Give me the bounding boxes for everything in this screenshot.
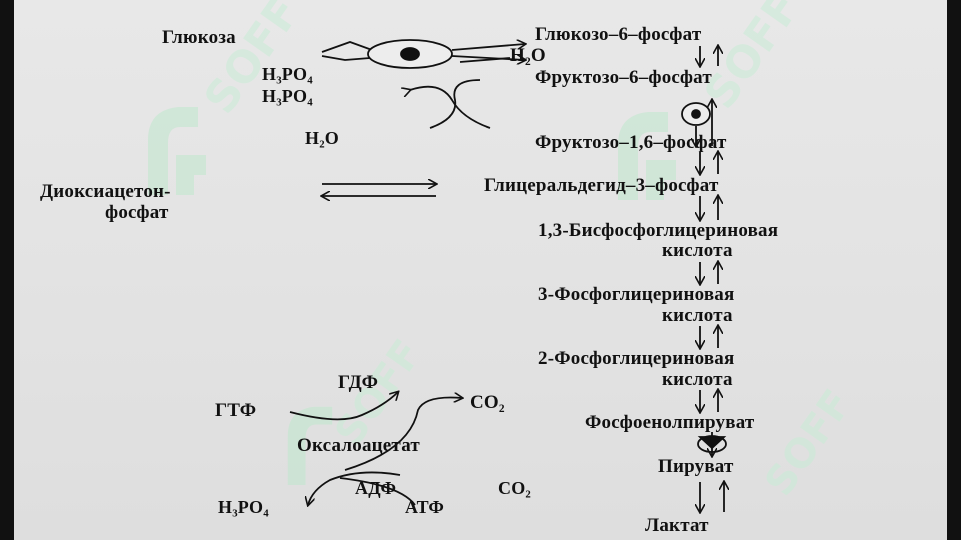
label-h3po4-b: H₃PO₄	[262, 86, 313, 106]
label-h3po4-c: H₃PO₄	[218, 497, 269, 517]
label-oxaloacetate: Оксалоацетат	[297, 435, 420, 456]
left-border	[0, 0, 14, 540]
label-fructose-6-phosphate: Фруктозо–6–фосфат	[535, 67, 712, 88]
label-h2o-mid: H₂O	[305, 128, 339, 148]
watermark-logo-icon	[148, 107, 206, 195]
label-3pg-line1: 3-Фосфоглицериновая	[538, 284, 735, 305]
label-lactate: Лактат	[645, 515, 709, 536]
label-gdp: ГДФ	[338, 372, 379, 393]
right-border	[947, 0, 961, 540]
label-3pg-line2: кислота	[662, 305, 733, 326]
label-phosphoenolpyruvate: Фосфоенолпируват	[585, 412, 755, 433]
watermark-logo-icon	[287, 406, 333, 485]
label-glyceraldehyde-3-phosphate: Глицеральдегид–3–фосфат	[484, 175, 719, 196]
label-dhap-line1: Диоксиацетон-	[40, 181, 171, 202]
watermark-logo-icon	[618, 112, 676, 200]
label-co2-b: CO₂	[498, 478, 531, 498]
label-gtp: ГТФ	[215, 400, 257, 421]
label-bpg-line2: кислота	[662, 240, 733, 261]
label-2pg-line2: кислота	[662, 369, 733, 390]
label-bpg-line1: 1,3-Бисфосфоглицериновая	[538, 220, 779, 241]
label-glucose: Глюкоза	[162, 27, 236, 48]
label-fructose-1-6-phosphate: Фруктозо–1,6–фосфат	[535, 132, 727, 153]
label-h2o-top: H₂O	[510, 45, 546, 66]
label-co2-a: CO₂	[470, 392, 505, 413]
label-2pg-line1: 2-Фосфоглицериновая	[538, 348, 735, 369]
label-adp: АДФ	[355, 478, 397, 498]
label-h3po4-a: H₃PO₄	[262, 64, 313, 84]
label-glucose-6-phosphate: Глюкозо–6–фосфат	[535, 24, 702, 45]
label-atp: АТФ	[405, 497, 445, 517]
label-pyruvate: Пируват	[658, 456, 734, 477]
label-dhap-line2: фосфат	[105, 202, 169, 223]
